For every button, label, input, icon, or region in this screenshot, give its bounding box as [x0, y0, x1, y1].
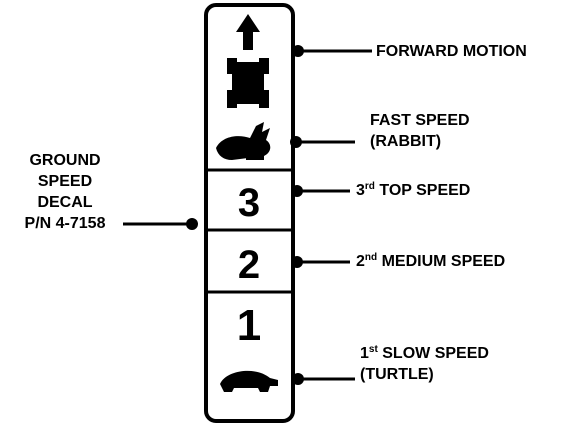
- fast-speed-line-2: (RABBIT): [370, 133, 442, 150]
- callout-slow-speed: 1st SLOW SPEED (TURTLE): [360, 343, 489, 385]
- slow-ordinal: 1: [360, 345, 369, 362]
- decal-line-3: DECAL: [37, 194, 93, 211]
- slow-suffix: st: [368, 344, 378, 355]
- callout-fast-speed: FAST SPEED (RABBIT): [370, 110, 470, 152]
- slow-speed-line-2: (TURTLE): [360, 366, 434, 383]
- decal-line-2: SPEED: [37, 173, 93, 190]
- turtle-icon: [220, 370, 278, 392]
- callout-forward-motion: FORWARD MOTION: [376, 43, 527, 60]
- up-arrow-icon: [236, 14, 260, 50]
- leader-medium: [291, 256, 350, 268]
- leader-forward: [292, 45, 372, 57]
- leader-fast: [290, 136, 355, 148]
- slow-text: SLOW SPEED: [377, 345, 489, 362]
- rabbit-icon: [216, 122, 271, 160]
- fast-speed-line-1: FAST SPEED: [370, 112, 470, 129]
- top-text: TOP SPEED: [374, 182, 471, 199]
- tractor-icon: [227, 58, 269, 108]
- callout-medium-speed: 2nd MEDIUM SPEED: [356, 251, 505, 272]
- digit-2: 2: [238, 243, 260, 287]
- digit-1: 1: [237, 301, 261, 350]
- decal-leader-dot: [186, 218, 198, 230]
- medium-ordinal: 2: [356, 253, 365, 270]
- decal-line-4: P/N 4-7158: [24, 215, 106, 232]
- decal-label: GROUND SPEED DECAL P/N 4-7158: [10, 150, 120, 234]
- top-suffix: rd: [364, 181, 375, 192]
- decal-line-1: GROUND: [29, 152, 101, 169]
- digit-3: 3: [238, 181, 260, 225]
- medium-suffix: nd: [364, 252, 378, 263]
- leader-top: [291, 185, 350, 197]
- leader-slow: [292, 373, 355, 385]
- callout-top-speed: 3rd TOP SPEED: [356, 180, 470, 201]
- top-ordinal: 3: [356, 182, 365, 199]
- decal-panel: [204, 3, 295, 423]
- medium-text: MEDIUM SPEED: [377, 253, 506, 270]
